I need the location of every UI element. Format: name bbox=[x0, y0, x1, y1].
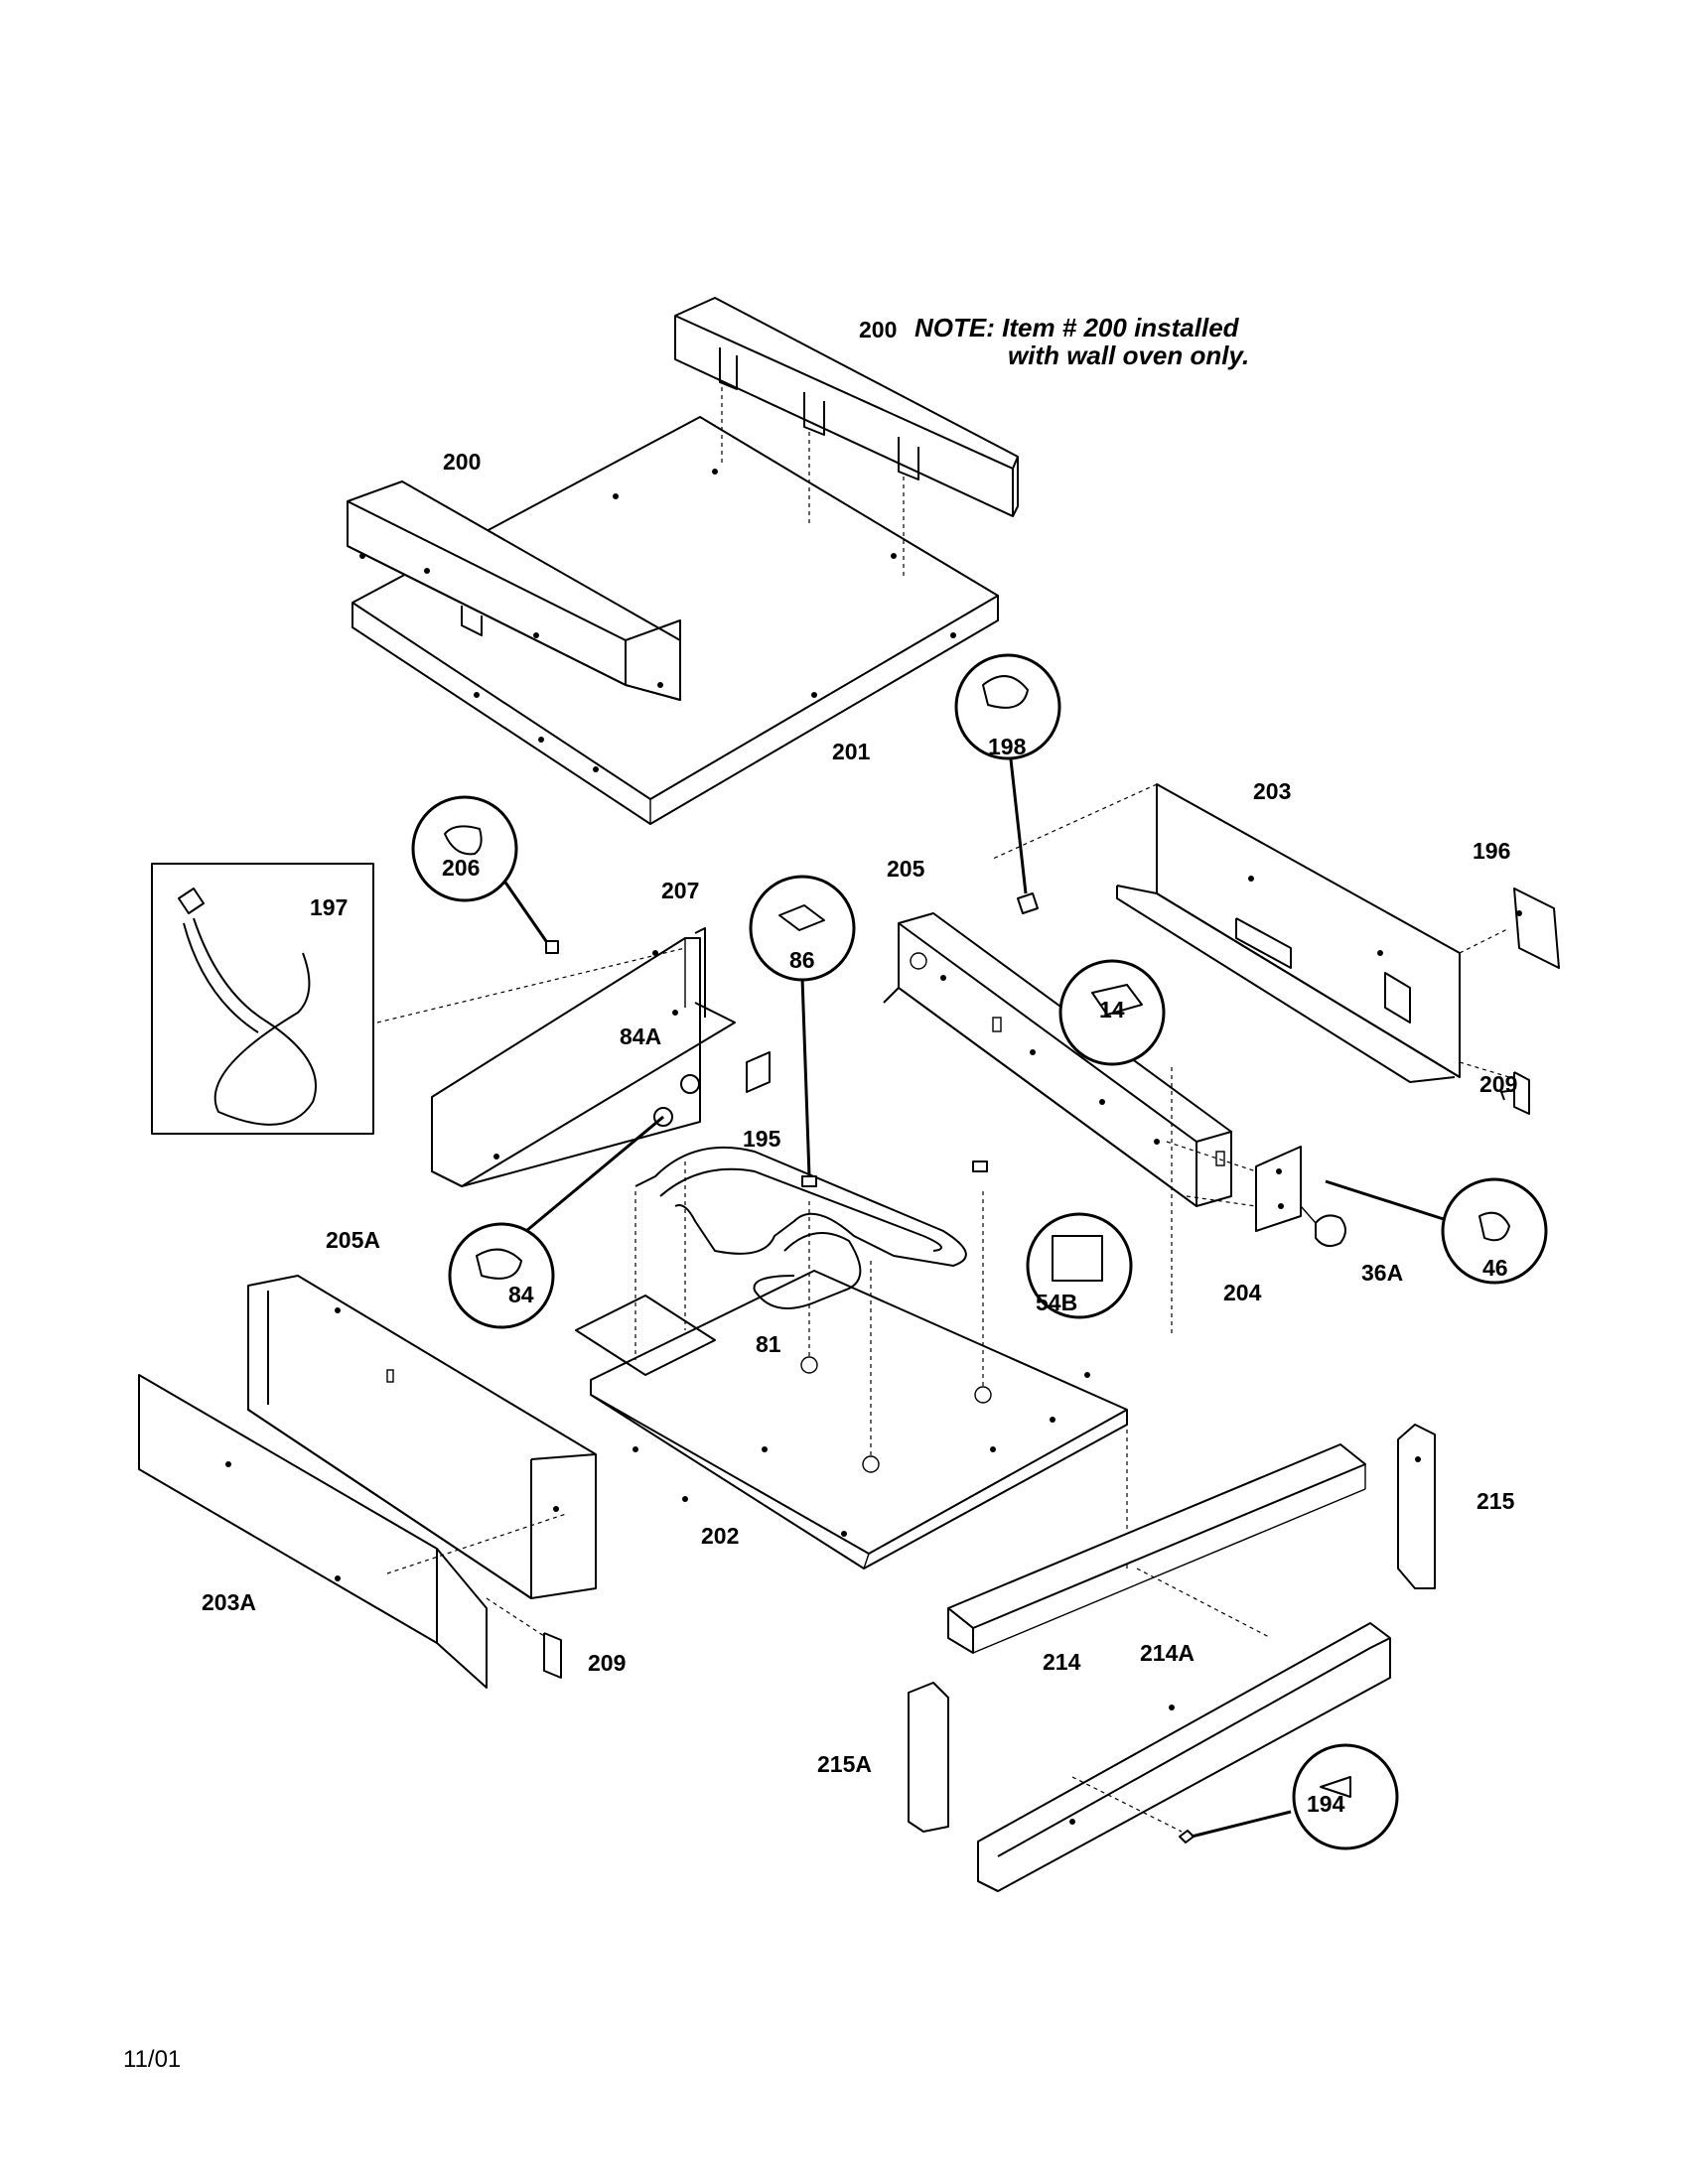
trim-rail-214 bbox=[947, 1443, 1366, 1654]
label-54b: 54B bbox=[1036, 1290, 1077, 1315]
label-203a: 203A bbox=[202, 1589, 256, 1615]
callout-86 bbox=[749, 875, 856, 1177]
trim-rail-214a bbox=[977, 1622, 1391, 1892]
label-205: 205 bbox=[887, 856, 925, 882]
callout-46 bbox=[1325, 1177, 1548, 1285]
label-207: 207 bbox=[661, 878, 699, 903]
label-214a: 214A bbox=[1140, 1640, 1195, 1666]
label-200-left: 200 bbox=[443, 449, 481, 475]
label-200-top: 200 bbox=[859, 317, 897, 342]
cover-plate-196 bbox=[1513, 887, 1560, 969]
label-46: 46 bbox=[1482, 1255, 1508, 1281]
front-panel-203a bbox=[138, 1374, 567, 1689]
side-trim-215a bbox=[908, 1682, 949, 1833]
callout-206 bbox=[411, 795, 548, 942]
label-209-right: 209 bbox=[1479, 1071, 1517, 1097]
label-204: 204 bbox=[1223, 1280, 1262, 1305]
label-201: 201 bbox=[832, 739, 871, 764]
label-14: 14 bbox=[1099, 997, 1125, 1023]
label-203: 203 bbox=[1253, 778, 1291, 804]
label-198: 198 bbox=[988, 734, 1027, 759]
label-86: 86 bbox=[789, 947, 815, 973]
screw-194 bbox=[1179, 1830, 1195, 1843]
label-215: 215 bbox=[1477, 1488, 1515, 1514]
power-cord-197 bbox=[151, 863, 374, 1135]
label-209-left: 209 bbox=[588, 1650, 626, 1676]
label-81: 81 bbox=[756, 1331, 781, 1357]
note-line-1: NOTE: Item # 200 installed bbox=[914, 313, 1240, 342]
callout-54b bbox=[1026, 1212, 1133, 1319]
callout-194 bbox=[1191, 1743, 1399, 1850]
label-205a: 205A bbox=[326, 1227, 380, 1253]
wiring-cover-207 bbox=[376, 927, 736, 1187]
callout-14 bbox=[1058, 959, 1166, 1066]
rear-trim-200 bbox=[674, 297, 1019, 576]
knob-36a bbox=[1300, 1205, 1346, 1248]
label-36a: 36A bbox=[1361, 1260, 1403, 1286]
bake-element-81 bbox=[634, 1146, 967, 1309]
clip-209-right bbox=[1500, 1071, 1530, 1115]
label-214: 214 bbox=[1043, 1649, 1081, 1675]
connector-206 bbox=[545, 940, 559, 954]
label-202: 202 bbox=[701, 1523, 739, 1549]
date-code: 11/01 bbox=[123, 2046, 181, 2073]
clip-209-left bbox=[486, 1597, 562, 1679]
label-206: 206 bbox=[442, 855, 480, 881]
side-panel-203 bbox=[992, 783, 1510, 1083]
label-84: 84 bbox=[508, 1282, 534, 1307]
label-84a: 84A bbox=[620, 1024, 661, 1049]
callout-198 bbox=[954, 653, 1061, 914]
side-trim-215 bbox=[1397, 1424, 1436, 1589]
label-215a: 215A bbox=[817, 1751, 872, 1777]
label-195: 195 bbox=[743, 1126, 781, 1152]
side-panel-205a bbox=[247, 1275, 597, 1599]
label-196: 196 bbox=[1473, 838, 1510, 864]
note-line-2: with wall oven only. bbox=[1008, 341, 1249, 370]
clip-extra bbox=[972, 1160, 988, 1172]
bracket-195 bbox=[746, 1051, 771, 1093]
base-panel-202 bbox=[575, 1161, 1128, 1570]
top-panel-201 bbox=[352, 416, 999, 825]
front-trim-200 bbox=[347, 480, 681, 701]
side-panel-205 bbox=[883, 912, 1232, 1335]
label-197: 197 bbox=[310, 894, 348, 920]
label-194: 194 bbox=[1307, 1791, 1345, 1817]
clip-86 bbox=[801, 1175, 817, 1187]
bracket-204 bbox=[1166, 1141, 1302, 1232]
callout-84 bbox=[448, 1115, 664, 1329]
